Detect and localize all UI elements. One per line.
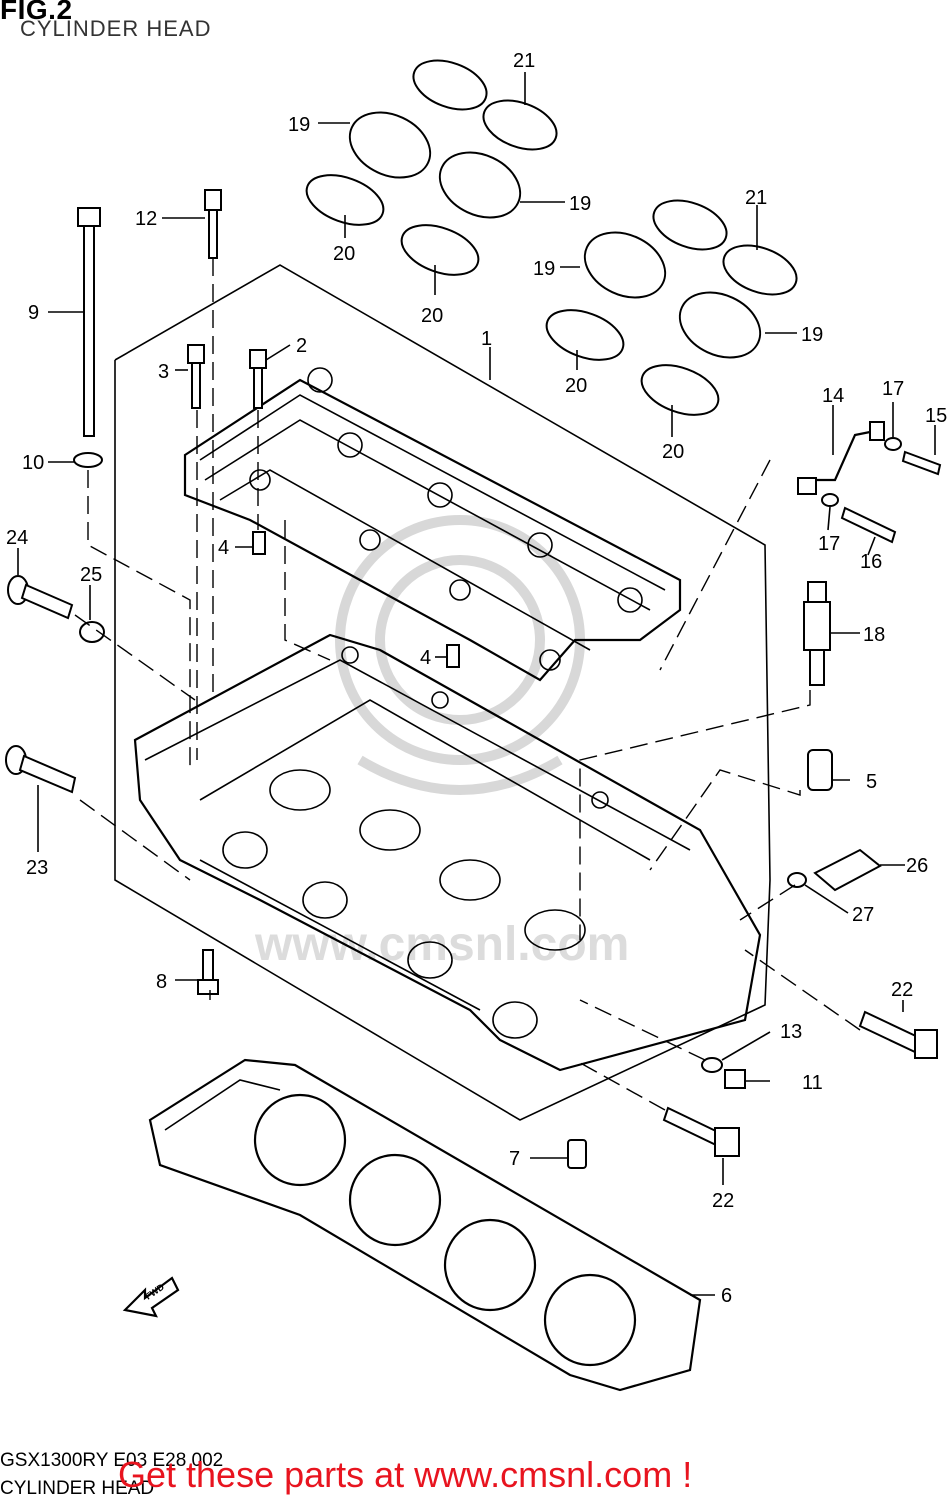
- callout-23: 23: [26, 857, 48, 879]
- callout-12: 12: [135, 208, 157, 230]
- cylinder-head-body: [133, 633, 762, 1072]
- dowel-pin-4b: [446, 644, 460, 668]
- callout-labels: 1 2 3 4 4 5 6 7 8 9 10 11 12 13 14 15 16…: [6, 50, 947, 1307]
- callout-18: 18: [863, 624, 885, 646]
- promo-link[interactable]: Get these parts at www.cmsnl.com !: [118, 1454, 693, 1495]
- callout-19d: 19: [801, 324, 823, 346]
- callout-19b: 19: [569, 193, 591, 215]
- bolt-3: [187, 344, 205, 409]
- sensor-26: [813, 848, 882, 892]
- callout-1: 1: [481, 328, 492, 350]
- intake-boots-and-clamps: [305, 59, 798, 416]
- long-bolt-9: [77, 207, 101, 437]
- callout-20d: 20: [662, 441, 684, 463]
- callout-21a: 21: [513, 50, 535, 72]
- fwd-arrow: FWD: [122, 1276, 180, 1318]
- callout-21b: 21: [745, 187, 767, 209]
- callout-9: 9: [28, 302, 39, 324]
- dowel-pin-4a: [252, 531, 266, 555]
- footer-model-code: GSX1300RY E03 E28 002: [0, 1450, 224, 1471]
- stud-bolt-22b: [662, 1106, 740, 1157]
- bolt-15: [901, 450, 942, 476]
- bolt-11: [724, 1069, 746, 1089]
- fitting-14: [797, 421, 885, 495]
- callout-3: 3: [158, 361, 169, 383]
- washer-13: [701, 1057, 723, 1073]
- callout-25: 25: [80, 564, 102, 586]
- callout-14: 14: [822, 385, 844, 407]
- spark-plug-18: [803, 581, 831, 686]
- callout-17a: 17: [882, 378, 904, 400]
- callout-22a: 22: [891, 979, 913, 1001]
- washer-27: [787, 872, 807, 888]
- callout-11: 11: [802, 1072, 823, 1094]
- head-gasket: [148, 1058, 702, 1392]
- watermark-logo: www.cmsnl.com: [254, 515, 629, 971]
- washer-25: [79, 621, 105, 643]
- fig-label: FIG.2: [0, 0, 73, 25]
- callout-13: 13: [780, 1021, 802, 1043]
- callout-27: 27: [852, 904, 874, 926]
- callout-19c: 19: [533, 258, 555, 280]
- callout-4a: 4: [218, 537, 229, 559]
- bolt-12: [204, 189, 222, 259]
- head-cover-gasket: [183, 367, 682, 682]
- stud-bolt-22a: [858, 1010, 938, 1059]
- sensor-5: [807, 749, 833, 791]
- leader-lines: [17, 72, 936, 1296]
- callout-26: 26: [906, 855, 928, 877]
- callout-20a: 20: [333, 243, 355, 265]
- callout-10: 10: [22, 452, 44, 474]
- assembly-frame-cylinder-head: [114, 264, 771, 1121]
- bolt-23: [5, 745, 77, 794]
- bolt-8: [197, 949, 219, 995]
- bolt-2: [249, 349, 267, 409]
- callout-2: 2: [296, 335, 307, 357]
- footer-section-name: CYLINDER HEAD: [0, 1478, 155, 1499]
- callout-19a: 19: [288, 114, 310, 136]
- callout-20b: 20: [421, 305, 443, 327]
- callout-4b: 4: [420, 647, 431, 669]
- diagram-subtitle: CYLINDER HEAD: [20, 16, 212, 41]
- bolt-24: [7, 575, 74, 620]
- bolt-16: [840, 506, 897, 544]
- washer-10: [73, 452, 103, 468]
- washer-17b: [821, 493, 839, 507]
- callout-8: 8: [156, 971, 167, 993]
- callout-5: 5: [866, 771, 877, 793]
- callout-17b: 17: [818, 533, 840, 555]
- callout-15: 15: [925, 405, 947, 427]
- callout-22b: 22: [712, 1190, 734, 1212]
- washer-17a: [884, 437, 902, 451]
- assembly-dashed-lines: [74, 258, 861, 1111]
- callout-16: 16: [860, 551, 882, 573]
- callout-20c: 20: [565, 375, 587, 397]
- callout-6: 6: [721, 1285, 732, 1307]
- dowel-pin-7: [567, 1139, 587, 1169]
- callout-7: 7: [509, 1148, 520, 1170]
- callout-24: 24: [6, 527, 28, 549]
